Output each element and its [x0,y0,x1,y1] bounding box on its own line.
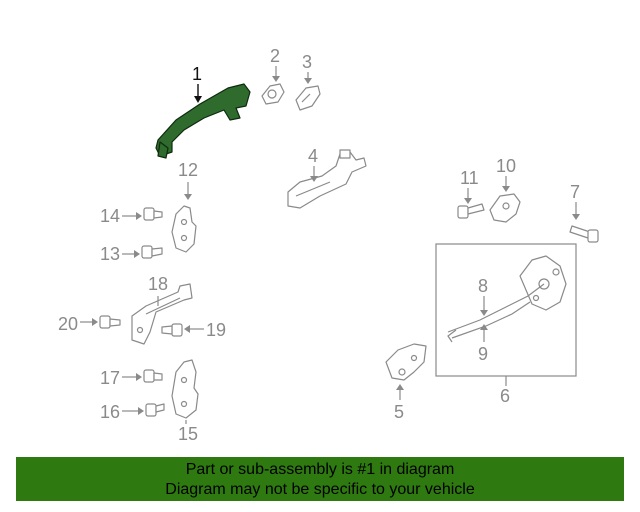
arrowhead-9 [480,324,488,330]
arrowhead-12 [184,194,192,200]
part-18-door-check[interactable] [131,283,193,345]
callout-13: 13 [100,244,120,264]
callout-15: 15 [178,424,198,444]
callout-14: 14 [100,206,120,226]
callout-4: 4 [308,146,318,166]
callout-6: 6 [500,386,510,406]
part-2-gasket[interactable] [261,83,285,105]
arrowhead-20 [92,318,98,326]
info-banner: Part or sub-assembly is #1 in diagram Di… [16,457,624,501]
arrowhead-5 [396,384,404,390]
banner-line-2: Diagram may not be specific to your vehi… [165,481,475,498]
part-13-bolt[interactable] [141,245,163,259]
arrowhead-14 [136,212,142,220]
callout-2: 2 [270,46,280,66]
arrowhead-8 [480,310,488,316]
callout-20: 20 [58,314,78,334]
callout-17: 17 [100,368,120,388]
part-8-9-rods[interactable] [447,283,545,343]
arrowhead-7 [572,214,580,220]
arrowhead-11 [464,198,472,204]
callout-18: 18 [148,274,168,294]
banner-line-1: Part or sub-assembly is #1 in diagram [185,461,455,478]
callout-16: 16 [100,402,120,422]
callout-3: 3 [302,52,312,72]
part-1-outside-handle[interactable] [155,83,251,159]
arrowhead-4 [310,176,318,182]
arrowhead-1 [194,96,202,103]
part-14-bolt[interactable] [143,207,163,221]
arrowhead-19 [184,325,190,333]
callout-7: 7 [570,182,580,202]
arrowhead-2 [272,76,280,82]
part-10-bracket[interactable] [489,193,521,223]
callout-19: 19 [206,320,226,340]
callout-8: 8 [478,276,488,296]
part-11-bolt[interactable] [457,203,485,219]
part-17-bolt[interactable] [143,369,163,383]
arrowhead-13 [134,250,140,258]
part-16-bolt[interactable] [145,403,165,417]
part-6-latch-assembly[interactable] [519,255,567,311]
callout-11: 11 [460,168,479,188]
arrowhead-10 [502,186,510,192]
part-19-bolt[interactable] [161,323,183,337]
part-3-cover[interactable] [295,85,321,111]
part-20-bolt[interactable] [99,315,121,329]
part-4-handle-frame[interactable] [287,149,367,209]
arrowhead-17 [136,373,142,381]
arrowhead-16 [138,407,144,415]
callout-10: 10 [496,156,516,176]
callout-12: 12 [178,160,198,180]
part-7-screw[interactable] [569,225,599,243]
callout-5: 5 [394,402,404,422]
arrowhead-3 [304,78,312,84]
part-15-lower-hinge[interactable] [171,359,199,419]
part-5-lock-housing[interactable] [385,343,427,381]
callout-9: 9 [478,344,488,364]
callout-1: 1 [192,64,202,84]
part-12-upper-hinge[interactable] [171,205,197,253]
